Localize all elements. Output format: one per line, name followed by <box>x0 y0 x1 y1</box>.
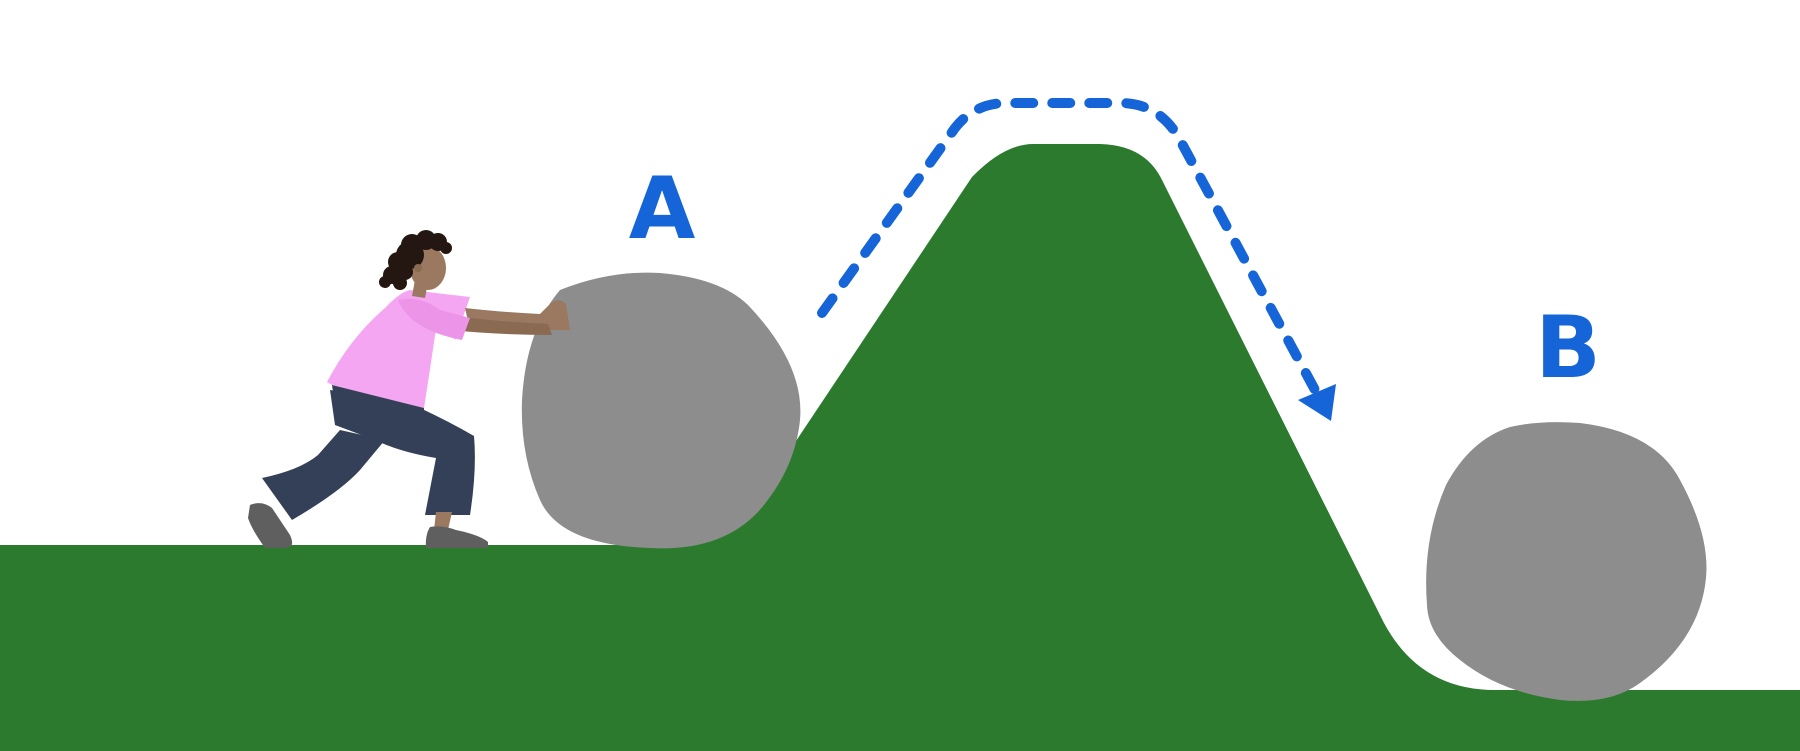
person-pushing <box>248 230 570 548</box>
person-sleeve <box>398 298 470 340</box>
person-hair <box>379 230 452 290</box>
person-back-leg <box>262 430 385 520</box>
person-front-leg <box>330 390 475 515</box>
label-b: B <box>1535 298 1601 398</box>
person-ear <box>414 264 422 272</box>
arrowhead-icon <box>1298 384 1336 421</box>
person-back-shoe <box>248 503 293 548</box>
person-front-arm <box>445 315 552 335</box>
person-waist <box>332 385 424 412</box>
rock-a <box>521 272 801 549</box>
person-front-ankle <box>434 512 452 530</box>
dashed-trajectory-arrow <box>817 97 1320 395</box>
label-a: A <box>629 159 696 259</box>
rock-b <box>1426 422 1707 701</box>
ground-hill <box>0 143 1800 751</box>
person-front-shoe <box>425 526 488 548</box>
